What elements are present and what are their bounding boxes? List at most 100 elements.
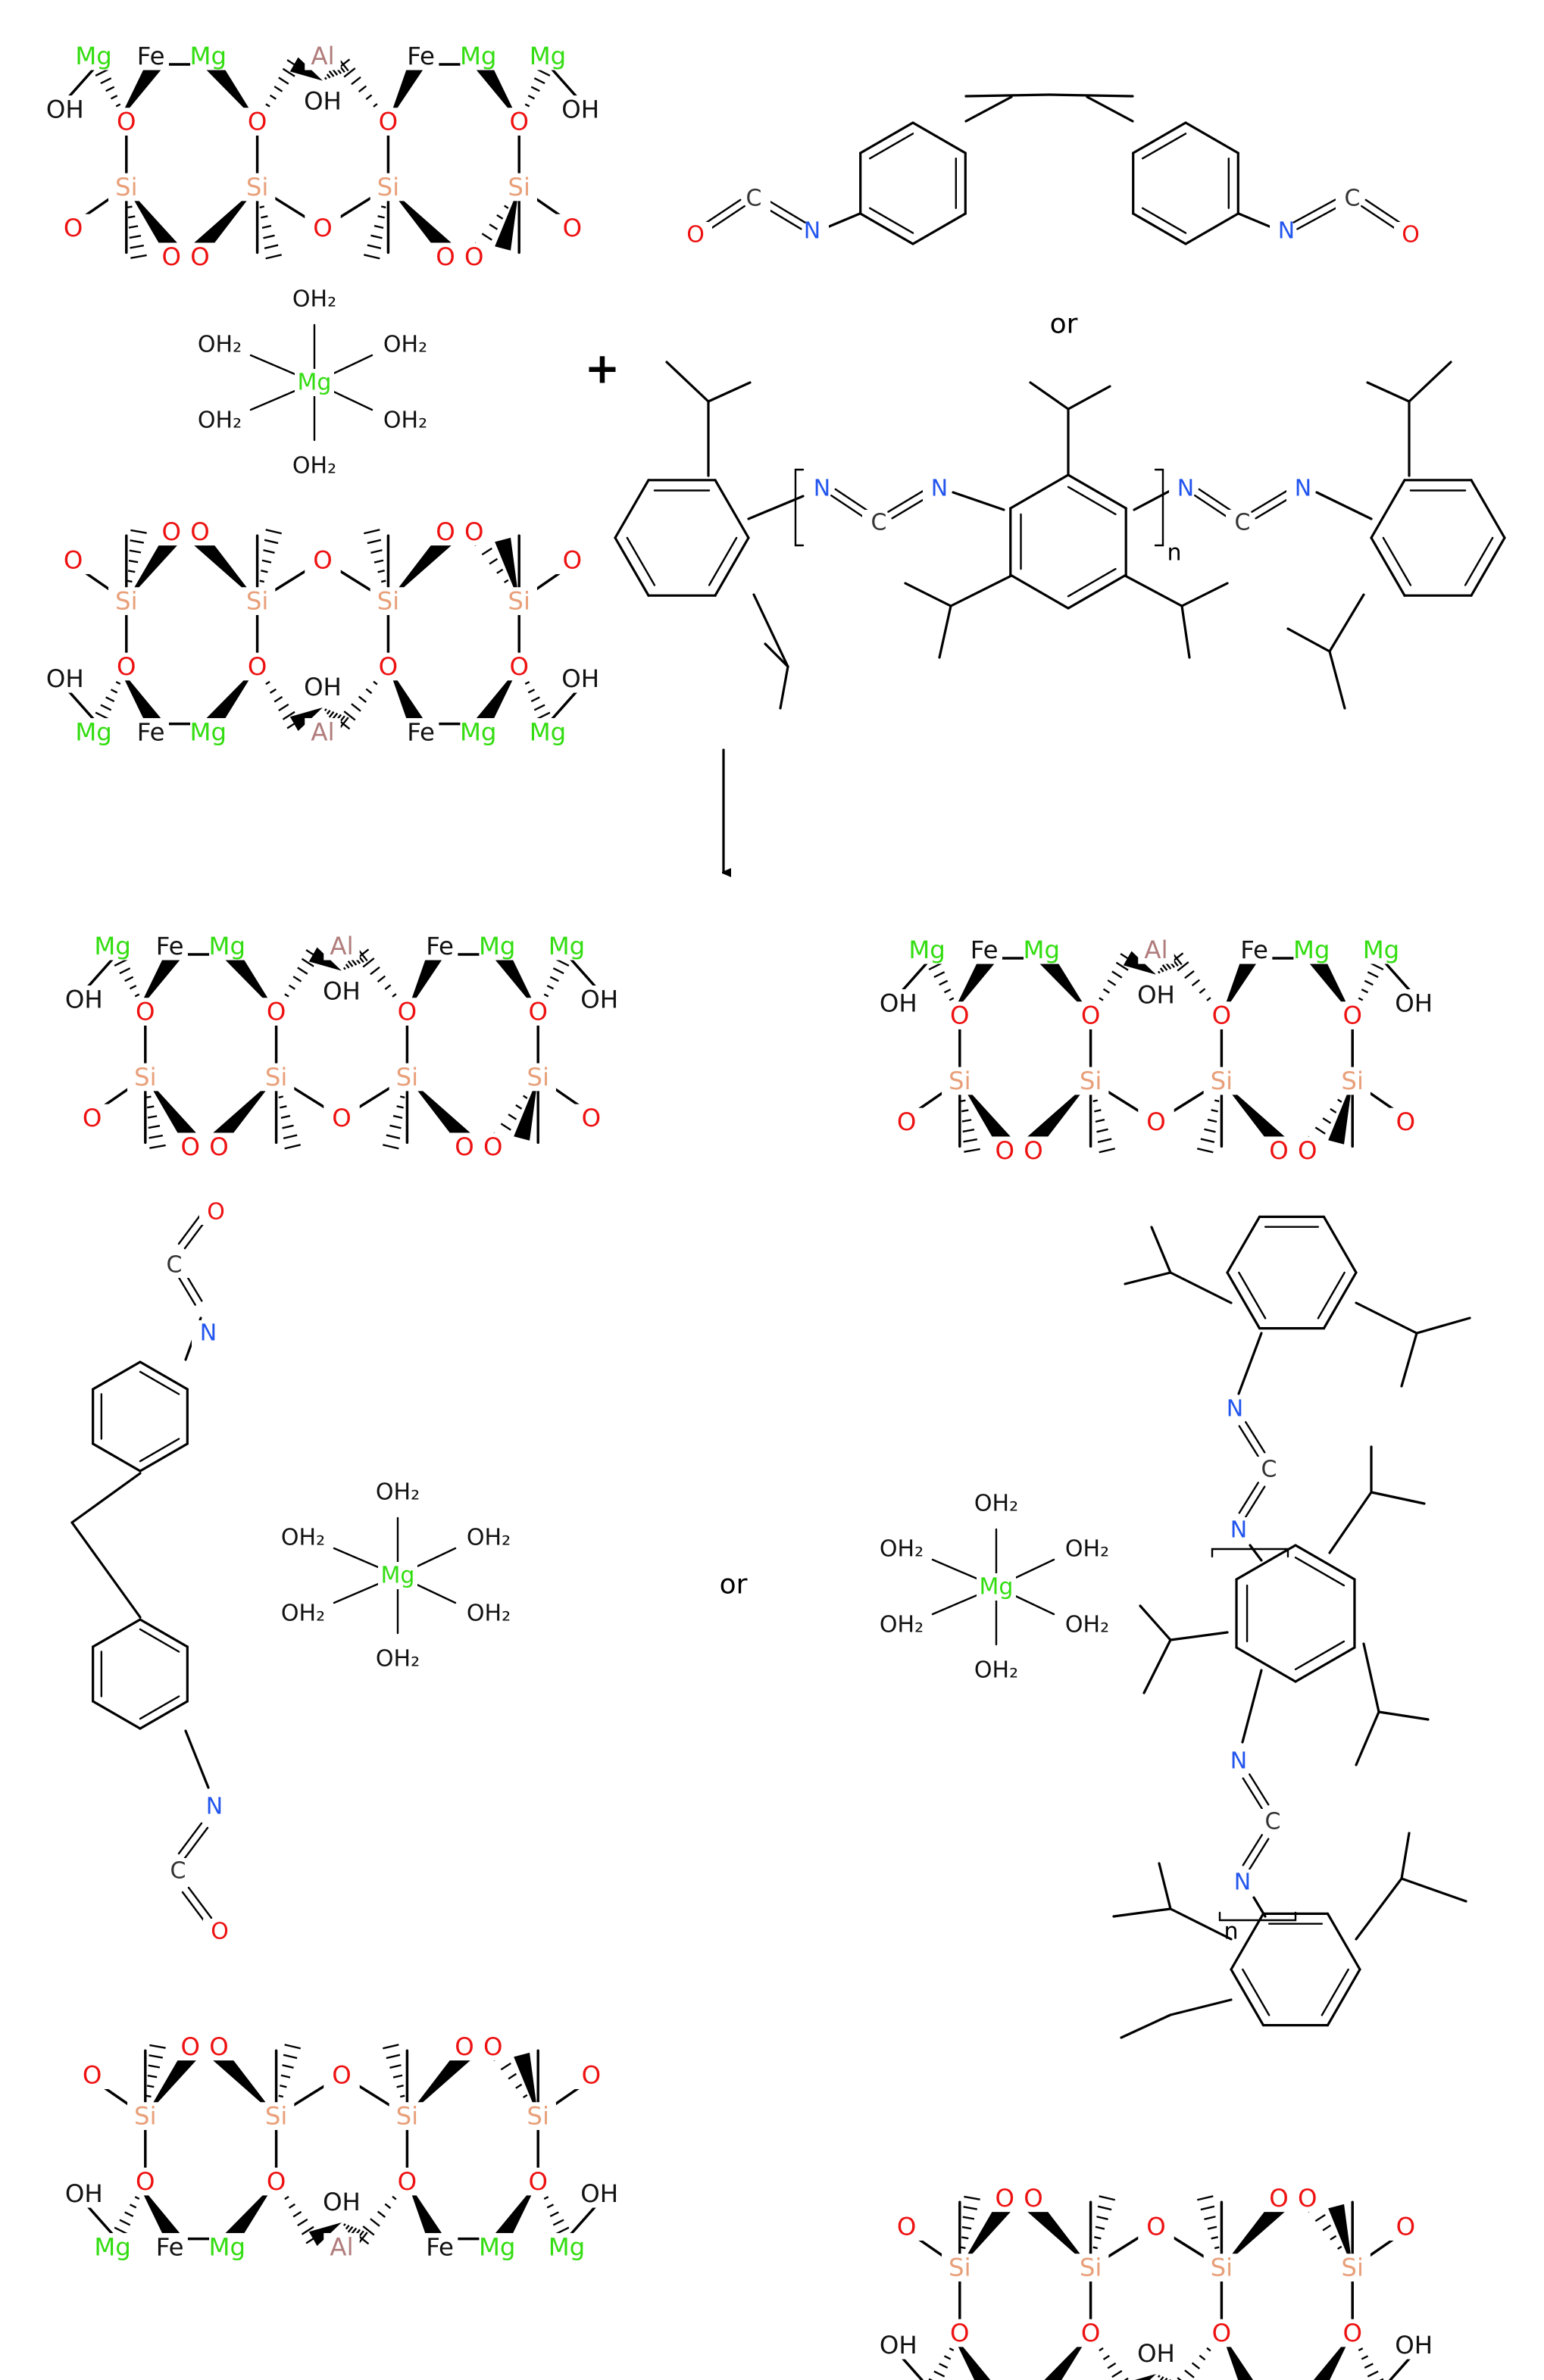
double-bond: [1245, 1485, 1266, 1518]
atom-fe: Fe: [407, 42, 435, 70]
atom-n: N: [206, 1794, 223, 1820]
atom-o: O: [509, 652, 529, 681]
atom-o: O: [464, 517, 484, 546]
bond: [1400, 1332, 1418, 1388]
atom-c: C: [1235, 510, 1251, 536]
atom-o: O: [332, 1104, 352, 1132]
atom-mask: [305, 673, 341, 701]
atom-o: O: [582, 2061, 602, 2090]
bond: [184, 1729, 210, 1789]
ring-inner-bond: [1141, 207, 1187, 234]
atom-oh: OH: [304, 87, 342, 116]
atom-si: Si: [115, 173, 138, 201]
atom-o: O: [897, 2213, 917, 2241]
atom-mask: [573, 2061, 610, 2089]
atom-mask: [127, 2102, 164, 2130]
double-bond: [183, 1826, 209, 1860]
atom-mask: [161, 1858, 195, 1884]
atom-si: Si: [527, 2102, 549, 2131]
atom-al: Al: [311, 42, 334, 70]
atom-mask: [66, 985, 102, 1014]
atom-oh: OH: [1395, 2331, 1433, 2360]
atom-mask: [323, 1104, 360, 1132]
atom-fe: Fe: [156, 2232, 184, 2261]
bond: [1388, 2352, 1415, 2380]
hashed-bond: [960, 2195, 980, 2259]
atom-o: O: [686, 222, 705, 248]
atom-o: O: [209, 2032, 229, 2061]
double-bond: [1194, 494, 1230, 520]
atom-mask: [127, 998, 164, 1026]
atom-mask: [55, 214, 92, 242]
bond: [1169, 1271, 1233, 1304]
atom-mask: [209, 932, 245, 960]
atom-fe: Fe: [137, 42, 165, 70]
atom-mask: [1138, 935, 1174, 964]
atom-mask: [1222, 1748, 1255, 1774]
atom-mask: [75, 42, 112, 70]
atom-mask: [1334, 1001, 1371, 1029]
atom-si: Si: [134, 2102, 157, 2131]
atom-mg: Mg: [980, 1574, 1014, 1601]
bond: [1415, 1316, 1471, 1335]
repeat-bracket-open: [794, 468, 805, 547]
atom-mask: [1222, 1517, 1255, 1543]
atom-mask: [1015, 2184, 1052, 2213]
wedge-bond: [407, 2182, 443, 2243]
bond: [1067, 385, 1111, 411]
atom-o: O: [180, 2032, 199, 2061]
wedge-bond: [407, 1077, 470, 1145]
atom-o: O: [267, 2167, 286, 2196]
double-bond: [834, 488, 870, 514]
atom-mask: [880, 2331, 917, 2360]
hashed-bond: [277, 2044, 301, 2107]
wedge-bond: [213, 1077, 277, 1145]
atom-fe: Fe: [426, 932, 454, 960]
wedge-bond: [495, 537, 520, 601]
bond: [1029, 381, 1070, 411]
wedge-bond: [407, 2049, 470, 2116]
ring-inner-bond: [1317, 1271, 1346, 1320]
atom-oh: OH: [65, 2179, 103, 2208]
atom-mask: [1226, 510, 1259, 536]
ring-inner-bond: [1067, 486, 1117, 516]
ring-inner-bond: [1141, 133, 1187, 160]
wedge-bond: [137, 2182, 181, 2244]
atom-mask: [862, 510, 895, 536]
wedge-bond: [118, 60, 162, 122]
bond: [1328, 1491, 1373, 1554]
ring-bond: [1326, 1968, 1361, 2027]
bond: [1370, 1491, 1426, 1505]
atom-mask: [370, 108, 407, 136]
atom-fe: Fe: [407, 717, 435, 746]
methylene-bond: [1048, 93, 1134, 98]
atom-si: Si: [377, 587, 400, 616]
atom-o: O: [64, 546, 83, 575]
bond: [83, 953, 118, 993]
atom-oh2: OH₂: [383, 408, 427, 434]
atom-o: O: [436, 242, 455, 271]
atom-oh2: OH₂: [376, 1479, 420, 1506]
atom-mask: [133, 42, 169, 70]
atom-n: N: [1230, 1748, 1247, 1775]
atom-mask: [1363, 935, 1399, 964]
atom-c: C: [746, 186, 762, 212]
ring-bond: [1132, 212, 1187, 245]
ring-bond: [1226, 1215, 1261, 1274]
double-bond: [176, 1273, 196, 1306]
atom-mask: [421, 932, 458, 960]
atom-oh: OH: [323, 2188, 361, 2216]
atom-oh2: OH₂: [974, 1491, 1018, 1517]
ring-inner-bond: [139, 1628, 180, 1653]
atom-c: C: [170, 1858, 186, 1885]
ring-bond: [1184, 121, 1239, 155]
bond: [952, 491, 1005, 511]
atom-si: Si: [1211, 1067, 1233, 1095]
bond: [1169, 1907, 1233, 1941]
atom-mask: [1289, 1136, 1326, 1165]
atom-mask: [562, 95, 599, 123]
atom-oh: OH: [323, 977, 361, 1006]
